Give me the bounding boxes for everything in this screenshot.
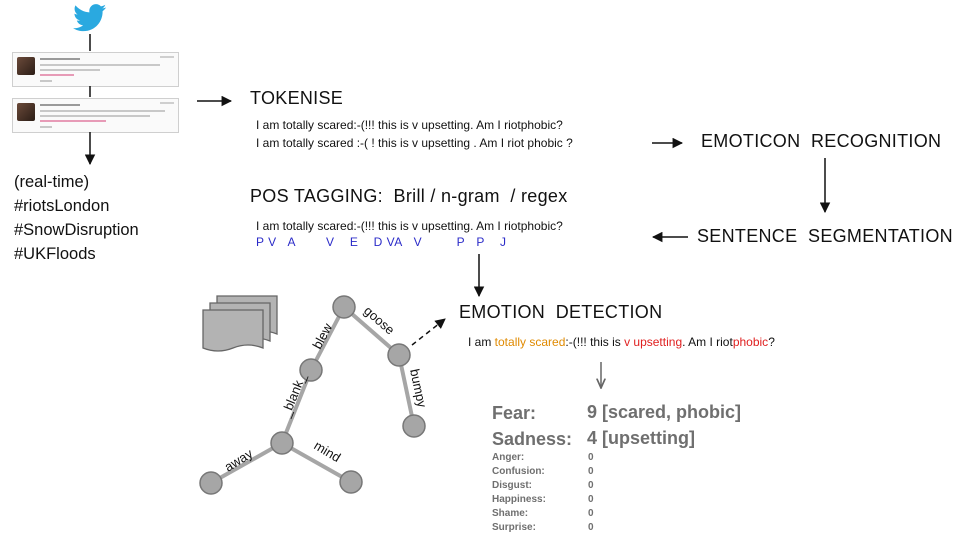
score-label-anger: Anger: (492, 452, 525, 463)
score-label-sadness: Sadness: (492, 429, 573, 449)
tree-nodes (199, 295, 426, 495)
score-label-disgust: Disgust: (492, 480, 532, 491)
tree-label-goose: goose (361, 303, 398, 338)
tree-label-away: away (222, 445, 256, 474)
stream-item: #UKFloods (14, 245, 96, 263)
twitter-bird-icon (73, 4, 107, 32)
stream-list: (real-time) #riotsLondon #SnowDisruption #U… (14, 170, 139, 266)
score-value-sadness: 4 [upsetting] (587, 428, 695, 448)
tree-label-blank: _blank_ (277, 371, 309, 420)
tree-label-blew: blew (309, 320, 335, 351)
emotion-word: totally (494, 335, 527, 349)
score-value-disgust: 0 (588, 480, 594, 491)
emotion-word: v upsetting (624, 335, 683, 349)
step-emoticon-recognition: EMOTICON RECOGNITION (701, 131, 942, 151)
score-label-confusion: Confusion: (492, 466, 545, 477)
raw-sentence: I am totally scared:-(!!! this is v upse… (256, 118, 563, 132)
segmented-sentence: I am totally scared:-(!!! this is v upse… (256, 219, 563, 233)
tree-node (339, 470, 363, 494)
tree-node (199, 471, 223, 495)
score-label-happiness: Happiness: (492, 494, 546, 505)
tree-node (402, 414, 426, 438)
stream-item: #riotsLondon (14, 197, 110, 215)
tweet-avatar (17, 103, 35, 121)
score-value-fear: 9 [scared, phobic] (587, 402, 742, 422)
tweet-card (12, 98, 179, 133)
emotion-word: scared (529, 335, 566, 349)
tokenised-sentence: I am totally scared :-( ! this is v upse… (256, 136, 573, 150)
step-tokenise: TOKENISE (250, 88, 344, 108)
tree-node (332, 295, 356, 319)
score-label-shame: Shame: (492, 508, 529, 519)
stream-item: (real-time) (14, 173, 90, 191)
stream-item: #SnowDisruption (14, 221, 139, 239)
tree-node (299, 358, 323, 382)
score-label-fear: Fear: (492, 403, 537, 423)
pos-tag-sequence: P V A V E D VA V P P J (256, 235, 507, 249)
tree-node (387, 343, 411, 367)
tree-edges (209, 305, 416, 485)
emotion-sentence: I am totally scared:-(!!! this is v upse… (468, 335, 775, 349)
score-value-confusion: 0 (588, 466, 594, 477)
tweet-card (12, 52, 179, 87)
tree-node (270, 431, 294, 455)
score-value-shame: 0 (588, 508, 594, 519)
step-pos-tagging: POS TAGGING: Brill / n-gram / regex (250, 186, 568, 206)
score-label-surprise: Surprise: (492, 522, 536, 533)
emotion-word: phobic (732, 335, 769, 349)
score-value-happiness: 0 (588, 494, 594, 505)
document-stack-icon (202, 295, 278, 352)
tree-to-emotion-arrow (411, 318, 446, 346)
score-value-anger: 0 (588, 452, 594, 463)
score-value-surprise: 0 (588, 522, 594, 533)
tweet-avatar (17, 57, 35, 75)
step-emotion-detection: EMOTION DETECTION (459, 302, 663, 322)
step-sentence-segmentation: SENTENCE SEGMENTATION (697, 226, 953, 246)
